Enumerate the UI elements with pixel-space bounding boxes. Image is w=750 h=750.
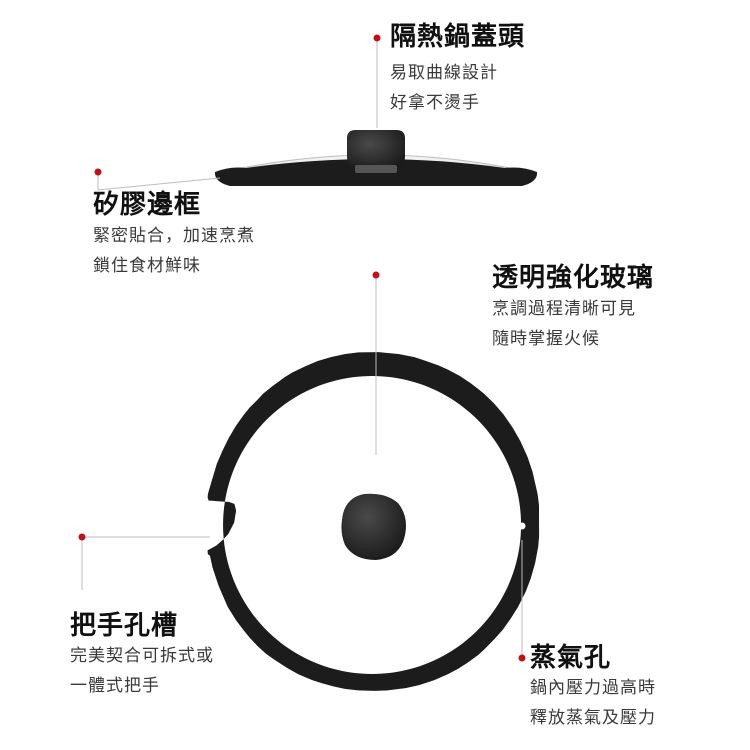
handle-slot-title: 把手孔槽 (70, 611, 179, 641)
steam-hole-desc-line-2: 釋放蒸氣及壓力 (530, 708, 656, 728)
lid-side-knob-base (355, 165, 397, 173)
steam-hole-dot (518, 522, 526, 530)
callout-dot-rim (94, 168, 102, 176)
callout-dot-knob (373, 34, 381, 42)
steam-hole-desc-line-1: 鍋內壓力過高時 (530, 678, 656, 698)
steam-hole-description: 鍋內壓力過高時 釋放蒸氣及壓力 (530, 673, 656, 733)
rim-desc-line-2: 鎖住食材鮮味 (93, 256, 201, 276)
callout-lines (81, 38, 523, 658)
callout-dot-glass (372, 271, 380, 279)
callout-dot-steam (518, 654, 526, 662)
steam-hole-title: 蒸氣孔 (530, 643, 612, 673)
glass-desc-line-2: 隨時掌握火候 (492, 329, 600, 349)
handle-slot-desc-line-1: 完美契合可拆式或 (70, 646, 214, 666)
glass-title: 透明強化玻璃 (492, 263, 655, 293)
callout-dots (78, 34, 526, 662)
callout-dot-slot (78, 533, 86, 541)
glass-desc-line-1: 烹調過程清晰可見 (492, 299, 636, 319)
knob-desc-line-2: 好拿不燙手 (390, 93, 480, 113)
handle-slot-description: 完美契合可拆式或 一體式把手 (70, 641, 214, 701)
lid-side-view (214, 130, 538, 186)
rim-description: 緊密貼合，加速烹煮 鎖住食材鮮味 (93, 221, 255, 281)
callout-slot-line (81, 536, 210, 590)
knob-description: 易取曲線設計 好拿不燙手 (390, 58, 498, 118)
knob-title: 隔熱鍋蓋頭 (390, 22, 526, 52)
lid-side-knob (347, 130, 405, 170)
lid-top-view (207, 352, 540, 691)
callout-rim-line (97, 170, 221, 191)
rim-desc-line-1: 緊密貼合，加速烹煮 (93, 226, 255, 246)
glass-description: 烹調過程清晰可見 隨時掌握火候 (492, 294, 636, 354)
rim-title: 矽膠邊框 (93, 190, 202, 220)
center-knob (341, 493, 406, 560)
handle-slot-desc-line-2: 一體式把手 (70, 676, 160, 696)
knob-desc-line-1: 易取曲線設計 (390, 63, 498, 83)
